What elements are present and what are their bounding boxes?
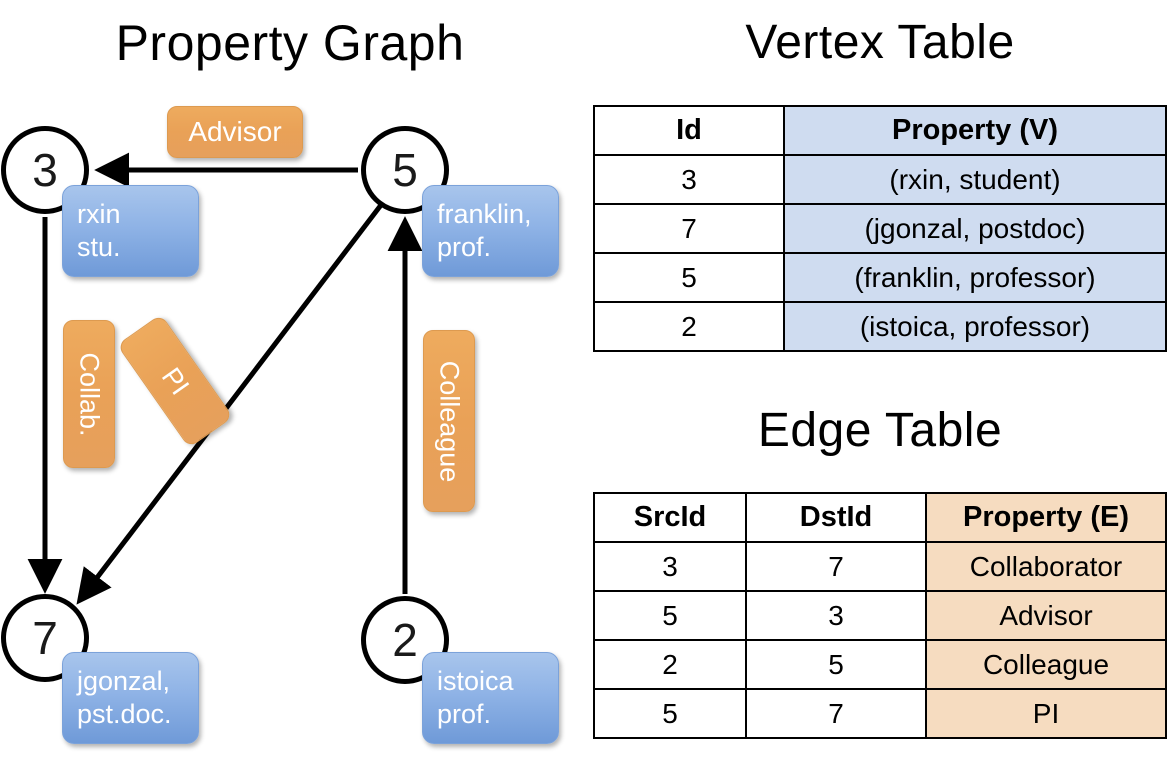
edge-table-cell-property: Colleague bbox=[925, 639, 1167, 690]
edge-table-cell-dstid: 7 bbox=[745, 688, 927, 739]
table-row[interactable]: 7 (jgonzal, postdoc) bbox=[593, 203, 1167, 254]
table-row[interactable]: 5 3 Advisor bbox=[593, 590, 1167, 641]
vertex-table-cell-id: 3 bbox=[593, 154, 785, 205]
vertex-table-cell-property: (franklin, professor) bbox=[783, 252, 1167, 303]
vertex-property-box-2: istoica prof. bbox=[422, 652, 559, 744]
page-title-edge-table: Edge Table bbox=[757, 404, 1003, 457]
graph-node-7-label: 7 bbox=[32, 612, 58, 664]
vertex-property-box-7-line2: pst.doc. bbox=[77, 699, 172, 729]
table-row[interactable]: 5 7 PI bbox=[593, 688, 1167, 739]
edge-table-header-srcid: SrcId bbox=[593, 492, 747, 543]
vertex-table-header-id: Id bbox=[593, 105, 785, 156]
vertex-table-cell-id: 5 bbox=[593, 252, 785, 303]
graph-edge-lines bbox=[27, 152, 423, 605]
edge-label-advisor-text: Advisor bbox=[188, 116, 282, 147]
edge-table-header-row: SrcId DstId Property (E) bbox=[593, 492, 1167, 543]
edge-label-collab: Collab. bbox=[63, 320, 115, 468]
edge-label-advisor: Advisor bbox=[167, 106, 303, 158]
edge-label-pi-text: PI bbox=[155, 361, 196, 400]
vertex-table-cell-property: (jgonzal, postdoc) bbox=[783, 203, 1167, 254]
property-graph-diagram: 3 5 7 2 rxin stu. franklin, prof. jgonza… bbox=[1, 106, 559, 744]
graph-node-3-label: 3 bbox=[32, 144, 58, 196]
edge-line-5-to-7 bbox=[76, 203, 383, 605]
table-row[interactable]: 5 (franklin, professor) bbox=[593, 252, 1167, 303]
vertex-table-cell-id: 2 bbox=[593, 301, 785, 352]
vertex-table-header-row: Id Property (V) bbox=[593, 105, 1167, 156]
vertex-property-box-2-line1: istoica bbox=[437, 666, 514, 696]
vertex-table-cell-property: (istoica, professor) bbox=[783, 301, 1167, 352]
table-row[interactable]: 3 (rxin, student) bbox=[593, 154, 1167, 205]
vertex-table: Id Property (V) 3 (rxin, student) 7 (jgo… bbox=[593, 105, 1167, 352]
vertex-property-box-5-line2: prof. bbox=[437, 232, 492, 262]
graph-node-2-label: 2 bbox=[392, 614, 418, 666]
edge-table-cell-srcid: 3 bbox=[593, 541, 747, 592]
vertex-property-box-7: jgonzal, pst.doc. bbox=[62, 652, 199, 744]
vertex-table-cell-id: 7 bbox=[593, 203, 785, 254]
graph-node-5[interactable]: 5 bbox=[361, 126, 449, 214]
edge-table-cell-property: Advisor bbox=[925, 590, 1167, 641]
edge-table-cell-srcid: 2 bbox=[593, 639, 747, 690]
edge-label-colleague: Colleague bbox=[423, 330, 475, 512]
edge-table-cell-srcid: 5 bbox=[593, 688, 747, 739]
edge-table-cell-dstid: 5 bbox=[745, 639, 927, 690]
edge-table: SrcId DstId Property (E) 3 7 Collaborato… bbox=[593, 492, 1167, 739]
edge-table-header-property: Property (E) bbox=[925, 492, 1167, 543]
vertex-property-box-5-line1: franklin, bbox=[437, 199, 532, 229]
vertex-property-box-3: rxin stu. bbox=[62, 185, 199, 277]
edge-table-cell-property: PI bbox=[925, 688, 1167, 739]
page-title-property-graph: Property Graph bbox=[115, 15, 465, 71]
table-row[interactable]: 2 5 Colleague bbox=[593, 639, 1167, 690]
edge-table-header-dstid: DstId bbox=[745, 492, 927, 543]
vertex-property-box-7-line1: jgonzal, bbox=[77, 666, 171, 696]
graph-node-5-label: 5 bbox=[392, 144, 418, 196]
table-row[interactable]: 3 7 Collaborator bbox=[593, 541, 1167, 592]
edge-label-colleague-text: Colleague bbox=[434, 360, 465, 482]
vertex-property-box-3-line2: stu. bbox=[77, 232, 121, 262]
edge-table-cell-dstid: 7 bbox=[745, 541, 927, 592]
edge-table-cell-srcid: 5 bbox=[593, 590, 747, 641]
edge-label-collab-text: Collab. bbox=[74, 351, 105, 437]
edge-table-cell-property: Collaborator bbox=[925, 541, 1167, 592]
table-row[interactable]: 2 (istoica, professor) bbox=[593, 301, 1167, 352]
page-title-vertex-table: Vertex Table bbox=[745, 16, 1015, 69]
vertex-property-box-5: franklin, prof. bbox=[422, 185, 559, 277]
vertex-property-box-3-line1: rxin bbox=[77, 199, 121, 229]
vertex-property-box-2-line2: prof. bbox=[437, 699, 492, 729]
graph-node-2[interactable]: 2 bbox=[361, 596, 449, 684]
edge-table-cell-dstid: 3 bbox=[745, 590, 927, 641]
vertex-table-cell-property: (rxin, student) bbox=[783, 154, 1167, 205]
vertex-table-header-property: Property (V) bbox=[783, 105, 1167, 156]
